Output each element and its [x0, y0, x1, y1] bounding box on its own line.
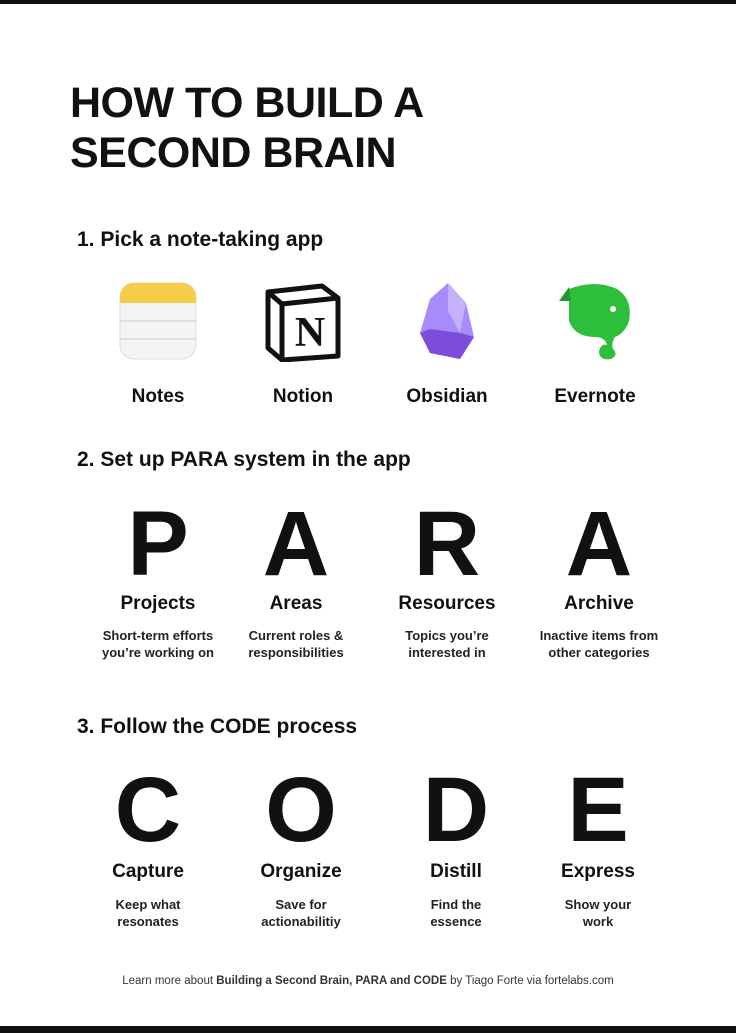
para-desc: you’re working on — [102, 645, 214, 660]
code-letter: O — [265, 759, 337, 861]
para-desc: other categories — [548, 645, 650, 660]
code-name: Distill — [430, 861, 482, 882]
evernote-icon — [559, 284, 630, 360]
para-desc: Topics you’re — [405, 628, 489, 643]
code-letter: E — [567, 759, 629, 861]
code-capture: C Capture Keep what resonates — [73, 764, 223, 930]
app-label-notion: Notion — [272, 386, 334, 407]
code-desc: work — [582, 914, 614, 929]
code-letter: C — [114, 759, 182, 861]
code-desc: Find the — [430, 897, 482, 912]
para-desc: responsibilities — [248, 645, 344, 660]
app-label-evernote: Evernote — [554, 386, 636, 407]
top-border — [0, 0, 736, 4]
para-name: Areas — [269, 593, 323, 614]
step3-heading: 3. Follow the CODE process — [77, 715, 358, 738]
para-letter: R — [413, 493, 481, 595]
para-letter: A — [262, 493, 330, 595]
notion-icon: N — [265, 283, 341, 362]
footer-credit: Learn more about Building a Second Brain… — [122, 975, 614, 987]
code-name: Organize — [260, 861, 342, 882]
para-projects: P Projects Short-term efforts you’re wor… — [83, 498, 233, 661]
code-desc: resonates — [117, 914, 179, 929]
code-desc: Show your — [564, 897, 632, 912]
para-name: Resources — [398, 593, 496, 614]
code-desc: Save for — [275, 897, 327, 912]
code-distill: D Distill Find the essence — [381, 764, 531, 930]
bottom-border — [0, 1026, 736, 1033]
page-title: HOW TO BUILD A SECOND BRAIN — [70, 79, 424, 177]
obsidian-icon — [420, 283, 474, 359]
svg-text:N: N — [295, 310, 325, 356]
para-name: Projects — [120, 593, 196, 614]
code-desc: Keep what — [115, 897, 181, 912]
code-name: Express — [561, 861, 635, 882]
code-letter: D — [422, 759, 490, 861]
step2-heading: 2. Set up PARA system in the app — [77, 448, 411, 471]
para-desc: Inactive items from — [539, 628, 659, 643]
para-resources: R Resources Topics you’re interested in — [372, 498, 522, 661]
code-desc: actionabilitiy — [261, 914, 341, 929]
para-areas: A Areas Current roles & responsibilities — [221, 498, 371, 661]
para-desc: interested in — [408, 645, 486, 660]
app-label-obsidian: Obsidian — [406, 386, 488, 407]
para-archive: A Archive Inactive items from other cate… — [524, 498, 674, 661]
code-name: Capture — [112, 861, 184, 882]
para-name: Archive — [564, 593, 634, 614]
para-letter: A — [565, 493, 633, 595]
para-letter: P — [127, 493, 189, 595]
para-desc: Short-term efforts — [102, 628, 214, 643]
code-organize: O Organize Save for actionabilitiy — [226, 764, 376, 930]
para-desc: Current roles & — [248, 628, 344, 643]
apple-notes-icon — [119, 282, 197, 360]
app-label-notes: Notes — [131, 386, 185, 407]
step1-heading: 1. Pick a note-taking app — [77, 228, 324, 251]
code-express: E Express Show your work — [523, 764, 673, 930]
code-desc: essence — [430, 914, 482, 929]
